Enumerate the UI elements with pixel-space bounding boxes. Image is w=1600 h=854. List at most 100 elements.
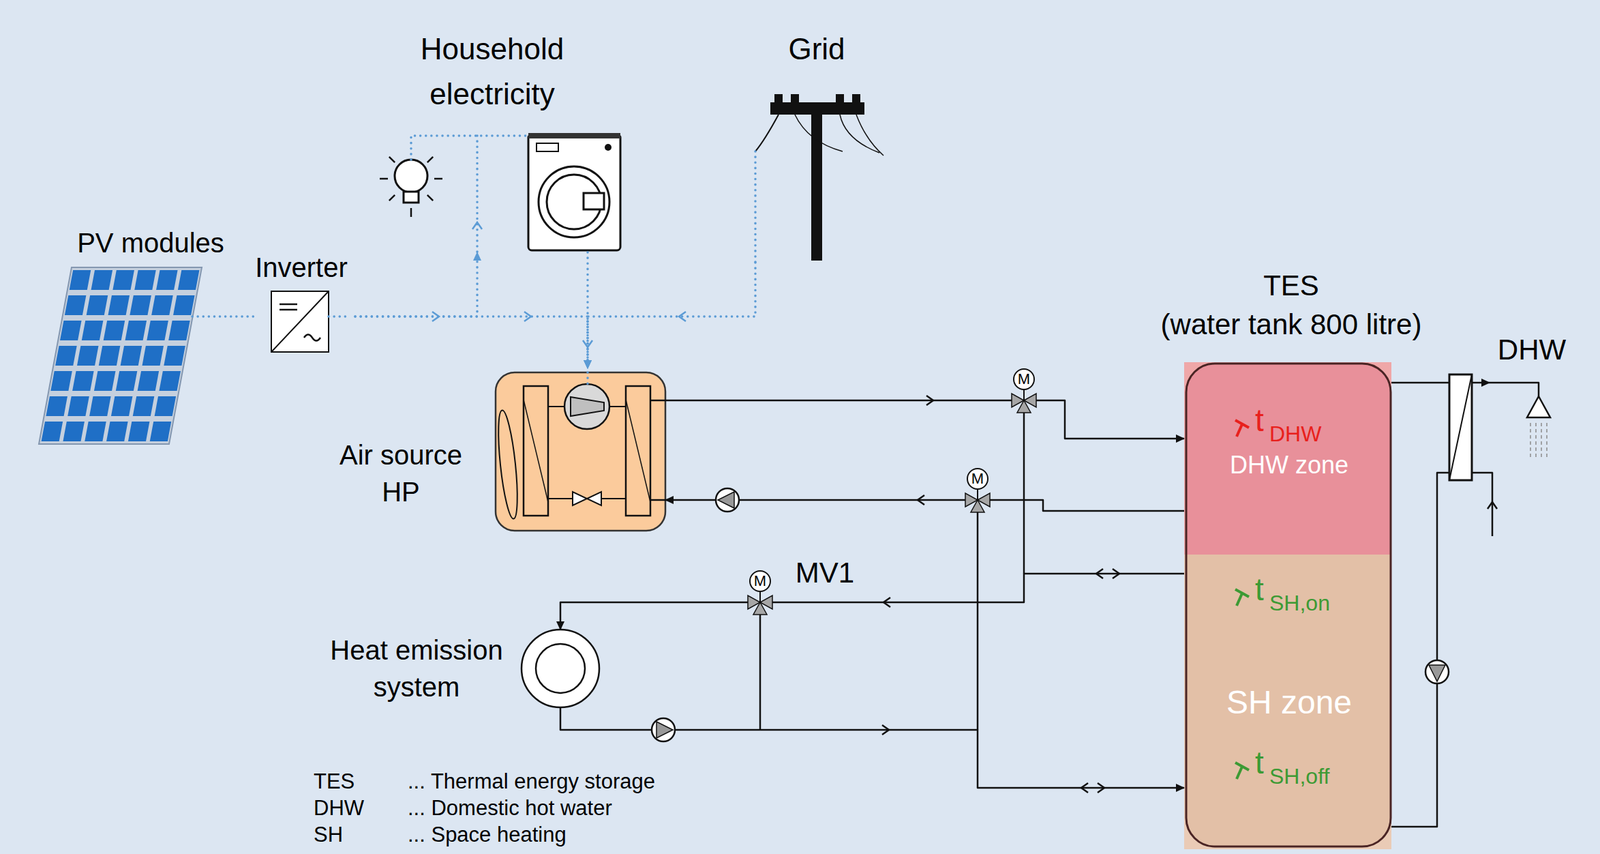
pv-panel [45,396,68,416]
heat-pump-unit [494,409,522,519]
static-pipes [1471,472,1493,536]
node-label: SH zone [1190,682,1388,722]
text-holder: TES [313,768,355,794]
grid-pole [774,94,783,104]
flow-arrow [1487,501,1498,509]
household-appliances [379,177,388,180]
grid-pole [770,102,865,115]
storage-tank [1184,361,1392,849]
pv-panel [62,421,85,442]
text-holder: DHW [1490,332,1573,367]
heat-pump-unit [650,399,666,402]
abbreviation: TES [313,768,355,794]
three-way-valve [747,570,773,615]
heat-pump-unit [572,491,587,506]
text-holder: Grid [755,31,879,68]
shower-head [1527,396,1551,418]
shower-head [1540,422,1543,459]
text-holder: SH,on [1269,589,1331,616]
grid-pole [856,114,884,156]
pv-panel [111,396,133,416]
text-holder: t [1255,570,1264,609]
pv-panel [132,396,155,416]
text-holder: Household electricity [383,26,602,117]
heat-pump-unit [523,399,549,502]
three-way-valve [976,488,979,500]
circulation-pump [1425,659,1449,684]
inverter-symbol [279,303,298,306]
text-holder: DHW [313,794,365,821]
heat-pump-unit [495,372,666,531]
grid-pole [839,114,880,153]
pv-panel [69,269,92,290]
static-pipes [760,382,1539,827]
static-pipes [1489,382,1539,397]
valve-name: MV1 [795,555,855,590]
text-holder: M [971,469,984,488]
pv-panel [72,370,95,391]
heat-exchanger [1449,374,1472,480]
static-wiring [328,314,350,318]
node-label: t [1255,743,1264,782]
household-appliances [528,132,621,139]
pv-panel [89,396,112,416]
inverter-symbol [271,291,329,352]
flow-arrow [472,222,482,230]
household-appliances [389,156,395,163]
text-holder: DHW [1269,420,1322,447]
heat-pump-unit [570,396,605,416]
circulation-pump [1425,659,1449,684]
power-flow [586,252,590,369]
flow-arrow [1096,568,1104,579]
pv-panel [146,320,169,341]
grid-pole [794,114,843,152]
circulation-pump [715,488,739,512]
grid-pole [835,94,844,104]
flow-arrow [1112,568,1120,579]
pv-panel [55,345,78,366]
heat-emitter-symbol [535,643,585,693]
pv-panel [173,295,195,315]
pv-panel [158,370,181,391]
grid-connection: Grid [749,23,887,263]
node-label: Inverter [250,250,353,284]
pv-panel [98,345,121,366]
text-holder: M [753,571,767,590]
water-pipe [1391,381,1490,384]
household-appliances [536,143,559,152]
household-appliances [434,177,443,180]
pv-panel [50,370,73,391]
circulation-pump [1428,664,1446,682]
pv-panel [81,320,104,341]
load-group: Household electricity [378,20,624,253]
text-holder: ... Thermal energy storage [407,768,656,794]
node-label: SH,on [1269,589,1331,616]
storage-tank [1184,554,1392,849]
circulation-pump [656,721,673,738]
text-holder: DHW zone [1193,449,1385,480]
pv-panel [84,421,107,442]
node-label: DHW zone [1193,449,1385,480]
pv-panel [129,295,152,315]
pv-panel [168,320,191,341]
flow-arrow [678,311,686,322]
pv-array: PV modules [34,221,243,447]
text-holder: SH zone [1190,682,1388,722]
three-way-valve [965,468,990,512]
flow-arrow [524,311,532,322]
text-holder: PV modules [62,226,240,260]
static-pipes [759,601,762,730]
pv-panel [141,345,164,366]
node-label: Air source HP [322,436,480,510]
household-appliances [604,143,612,151]
pv-panel [41,421,64,442]
flow-arrow [1081,782,1089,793]
flow-arrow [917,494,925,505]
heat-pump-unit [564,383,610,429]
inverter-symbol [304,334,321,341]
storage-tank [1186,363,1391,847]
circulation-pump [717,491,735,508]
text-holder: t [1255,743,1264,782]
text-holder: M [1017,370,1031,388]
node-label: Heat emission system [317,631,516,705]
